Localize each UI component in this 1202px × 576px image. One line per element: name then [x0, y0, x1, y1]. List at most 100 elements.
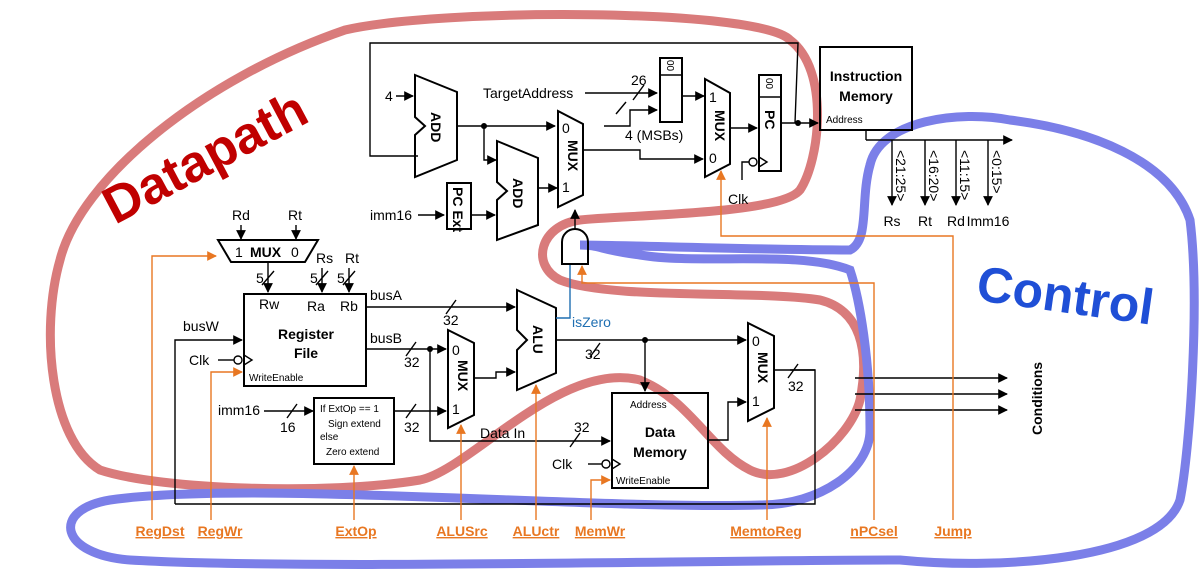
mux-out-width-label: 32 — [788, 378, 804, 394]
control-signal-label: nPCsel — [850, 523, 897, 539]
busb-width-label: 32 — [404, 354, 420, 370]
mux-jump-in1: 1 — [709, 89, 717, 105]
pc-ext-label: PC Ext — [450, 187, 466, 232]
dmem-title: Data — [645, 424, 676, 440]
control-signal-label: ALUSrc — [436, 523, 488, 539]
ra-width-label: 5 — [310, 270, 318, 286]
instruction-fields: <21:25> Rs <16:20> Rt <11:15> Rd <0:15> Imm16 — [883, 140, 1010, 229]
rt-label: Rt — [288, 207, 302, 223]
jump-concat-block — [659, 57, 683, 123]
control-signal-label: ALUctr — [513, 523, 560, 539]
rt2-label: Rt — [345, 250, 359, 266]
field-name-label: Rd — [947, 213, 965, 229]
mux-branch-in1: 1 — [562, 179, 570, 195]
control-title: Control — [973, 255, 1157, 335]
register-file — [243, 293, 367, 387]
mux-branch — [557, 109, 584, 209]
adder-branch-target — [496, 139, 539, 242]
imem-title: Instruction — [830, 68, 902, 84]
mux-regdst-in0: 0 — [291, 244, 299, 260]
adder-pc-increment — [414, 73, 458, 179]
control-signal-label: RegWr — [198, 523, 243, 539]
mux-memtoreg-in1: 1 — [752, 393, 760, 409]
dmem-we-label: WriteEnable — [616, 476, 671, 487]
mux-alusrc-label: MUX — [455, 360, 471, 392]
field-name-label: Imm16 — [967, 213, 1010, 229]
dmem-title-2: Memory — [633, 444, 687, 460]
ext-line-4: Zero extend — [326, 447, 379, 458]
four-msbs-label: 4 (MSBs) — [625, 127, 683, 143]
mux-memtoreg — [747, 321, 775, 423]
busa-width-label: 32 — [443, 312, 459, 328]
field-name-label: Rt — [918, 213, 932, 229]
target-address-label: TargetAddress — [483, 85, 573, 101]
sign-extender — [313, 397, 395, 465]
mux-jump-label: MUX — [712, 110, 728, 142]
mux-jump-in0: 0 — [709, 150, 717, 166]
ext-line-3: else — [320, 432, 339, 443]
busb-label: busB — [370, 330, 402, 346]
ext-line-1: If ExtOp == 1 — [320, 404, 379, 415]
alu-out-width-label: 32 — [585, 346, 601, 362]
field-bits-label: <16:20> — [926, 150, 942, 201]
pc-label: PC — [762, 110, 778, 129]
rb-port-label: Rb — [340, 298, 358, 314]
field-bits-label: <0:15> — [989, 150, 1005, 194]
regfile-title-2: File — [294, 345, 318, 361]
regfile-we-label: WriteEnable — [249, 373, 304, 384]
field-bits-label: <21:25> — [893, 150, 909, 201]
rd-label: Rd — [232, 207, 250, 223]
mux-jump — [704, 77, 731, 179]
rw-width-label: 5 — [256, 270, 264, 286]
field-name-label: Rs — [883, 213, 900, 229]
control-region-outline — [66, 111, 1199, 569]
mux-alusrc — [447, 328, 475, 430]
regfile-title: Register — [278, 326, 335, 342]
dmem-address-label: Address — [630, 400, 667, 411]
control-signals: RegDst RegWr ExtOp ALUSrc ALUctr MemWr MemtoRe… — [135, 523, 971, 539]
clk-dm-label: Clk — [552, 456, 573, 472]
mux-memtoreg-label: MUX — [755, 352, 771, 384]
imem-address-label: Address — [826, 115, 863, 126]
pc-bits-label: 00 — [763, 78, 774, 90]
control-signal-label: MemWr — [575, 523, 626, 539]
clk-pc-label: Clk — [728, 191, 749, 207]
alu-label: ALU — [530, 325, 546, 354]
ext-line-2: Sign extend — [328, 419, 381, 430]
imm16-top-label: imm16 — [370, 207, 412, 223]
rb-width-label: 5 — [337, 270, 345, 286]
pc-extender — [446, 182, 472, 230]
control-signal-label: MemtoReg — [730, 523, 802, 539]
alu — [516, 288, 557, 392]
mux-regdst — [216, 239, 320, 263]
mux-memtoreg-in0: 0 — [752, 333, 760, 349]
ext-out-width-label: 32 — [404, 419, 420, 435]
concat-bits-label: 00 — [664, 60, 675, 72]
mux-branch-label: MUX — [565, 140, 581, 172]
data-in-width-label: 32 — [574, 419, 590, 435]
mux-branch-in0: 0 — [562, 120, 570, 136]
mux-regdst-in1: 1 — [235, 244, 243, 260]
datapath-region-outline — [45, 10, 869, 494]
conditions-label: Conditions — [1029, 362, 1045, 435]
control-signal-label: RegDst — [135, 523, 184, 539]
ra-port-label: Ra — [307, 298, 325, 314]
is-zero-label: isZero — [572, 314, 611, 330]
control-signal-label: ExtOp — [335, 523, 376, 539]
data-in-label: Data In — [480, 425, 525, 441]
branch-and-gate — [561, 228, 589, 265]
rs-label: Rs — [316, 250, 333, 266]
adder-label-2: ADD — [510, 178, 526, 208]
adder-label-1: ADD — [428, 112, 444, 142]
control-signal-label: Jump — [934, 523, 971, 539]
imem-title-2: Memory — [839, 88, 893, 104]
busa-label: busA — [370, 287, 403, 303]
field-bits-label: <11:15> — [957, 150, 973, 200]
imm16-bot-label: imm16 — [218, 402, 260, 418]
bits-26-label: 26 — [631, 72, 647, 88]
rw-port-label: Rw — [259, 296, 280, 312]
imm16-width-label: 16 — [280, 419, 296, 435]
clk-rf-label: Clk — [189, 352, 210, 368]
mux-alusrc-in1: 1 — [452, 401, 460, 417]
